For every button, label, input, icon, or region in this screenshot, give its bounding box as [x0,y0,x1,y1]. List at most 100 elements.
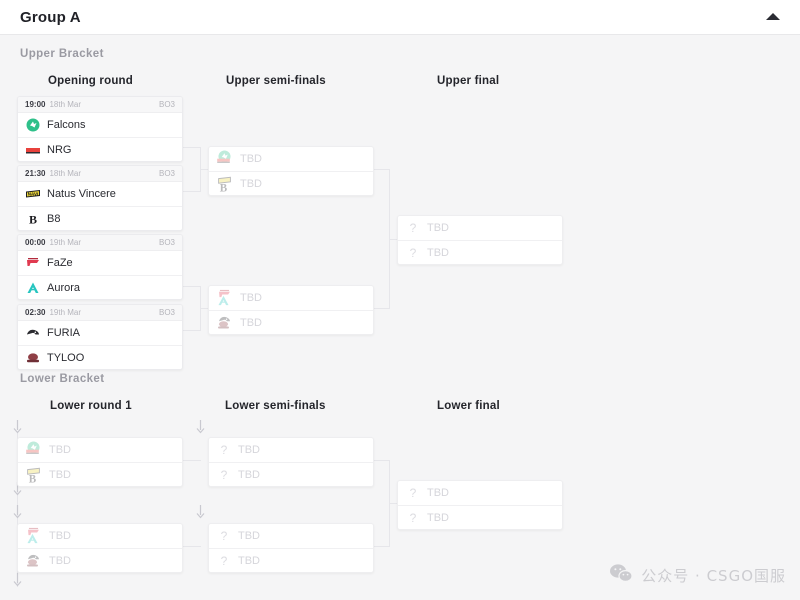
round-label-opening: Opening round [48,75,134,87]
team-row[interactable]: ? TBD [209,548,373,572]
aurora-logo [26,281,40,295]
match-time: 19:00 [25,100,46,109]
team-name: NRG [47,143,72,156]
team-name: Aurora [47,281,81,294]
match-card[interactable]: 00:00 19th Mar BO3 FaZe Aurora [17,234,183,300]
team-row[interactable]: TBD [18,438,182,462]
team-name: TBD [238,468,260,481]
match-card[interactable]: ? TBD ? TBD [208,523,374,573]
team-row[interactable]: ? TBD [209,524,373,548]
connector [372,546,390,547]
navi-b8-ghost-logo: B [217,176,233,194]
match-date: 19th Mar [49,308,82,317]
match-card[interactable]: 19:00 18th Mar BO3 Falcons NRG [17,96,183,162]
match-card[interactable]: 21:30 18th Mar BO3 NAVI Natus Vincere B … [17,165,183,231]
team-row[interactable]: B TBD [209,171,373,195]
furia-tyloo-ghost-logo [217,316,233,330]
watermark-text: 公众号 · CSGO国服 [641,567,786,585]
team-name: FaZe [47,257,73,269]
team-row[interactable]: Aurora [18,275,182,299]
arrow-down-icon [196,505,205,519]
team-row[interactable]: FURIA [18,321,182,345]
team-name: TYLOO [47,351,85,364]
connector [389,239,398,240]
connector [372,308,390,309]
team-name: TBD [49,530,71,542]
match-time: 00:00 [25,238,46,247]
chevron-up-icon[interactable] [766,13,780,20]
furia-tyloo-ghost-logo [26,554,42,568]
team-name: TBD [427,487,449,499]
wechat-icon [609,563,633,588]
match-date: 19th Mar [49,238,82,247]
falcons-logo [26,118,40,132]
team-row[interactable]: ? TBD [398,216,562,240]
team-row[interactable]: B B8 [18,206,182,230]
team-name: Natus Vincere [47,188,116,200]
match-format: BO3 [158,100,175,109]
team-name: Falcons [47,119,86,131]
team-name: TBD [238,554,260,567]
faze-logo [26,256,40,270]
match-date: 18th Mar [49,100,82,109]
question-mark-icon: ? [409,486,417,500]
match-meta: 02:30 19th Mar BO3 [18,305,182,321]
connector [372,169,390,170]
team-name: TBD [49,554,71,567]
team-row[interactable]: FaZe [18,251,182,275]
team-row[interactable]: B TBD [18,462,182,486]
match-card[interactable]: 02:30 19th Mar BO3 FURIA TYLOO [17,304,183,370]
arrow-down-icon [13,505,22,519]
faze-aurora-ghost-logo [26,527,42,544]
team-row[interactable]: ? TBD [209,462,373,486]
arrow-down-icon [13,573,22,587]
match-card[interactable]: ? TBD ? TBD [397,480,563,530]
question-mark-icon: ? [220,529,228,543]
tyloo-logo [26,351,40,365]
watermark: 公众号 · CSGO国服 [609,563,786,588]
team-row[interactable]: ? TBD [398,505,562,529]
team-row[interactable]: TBD [18,524,182,548]
team-row[interactable]: TBD [18,548,182,572]
match-card[interactable]: TBD TBD [208,285,374,335]
match-time: 21:30 [25,169,46,178]
team-row[interactable]: NAVI Natus Vincere [18,182,182,206]
team-row[interactable]: ? TBD [398,481,562,505]
team-row[interactable]: TBD [209,286,373,310]
match-card[interactable]: ? TBD ? TBD [397,215,563,265]
team-row[interactable]: TYLOO [18,345,182,369]
team-row[interactable]: ? TBD [398,240,562,264]
team-name: TBD [240,177,262,190]
team-row[interactable]: TBD [209,147,373,171]
svg-text:B: B [29,212,37,226]
nrg-logo [26,143,40,157]
team-row[interactable]: Falcons [18,113,182,137]
round-label-upper-semis: Upper semi-finals [226,75,326,87]
match-format: BO3 [158,169,175,178]
round-label-upper-final: Upper final [437,75,500,87]
team-row[interactable]: TBD [209,310,373,334]
team-name: B8 [47,212,61,225]
connector [183,330,201,331]
match-card[interactable]: TBD TBD [17,523,183,573]
arrow-down-icon [13,420,22,434]
question-mark-icon: ? [220,467,228,482]
falcons-nrg-ghost-logo [26,441,42,457]
team-row[interactable]: NRG [18,137,182,161]
upper-bracket-label: Upper Bracket [20,48,104,60]
team-name: TBD [49,444,71,456]
svg-text:B: B [220,182,228,193]
question-mark-icon: ? [409,510,417,525]
connector [372,460,390,461]
faze-aurora-ghost-logo [217,289,233,306]
match-card[interactable]: TBD B TBD [17,437,183,487]
team-row[interactable]: ? TBD [209,438,373,462]
svg-text:B: B [29,473,37,484]
team-name: TBD [240,316,262,329]
group-header[interactable]: Group A [0,0,800,35]
connector [183,546,201,547]
match-card[interactable]: TBD B TBD [208,146,374,196]
b8-logo: B [26,212,40,226]
match-card[interactable]: ? TBD ? TBD [208,437,374,487]
